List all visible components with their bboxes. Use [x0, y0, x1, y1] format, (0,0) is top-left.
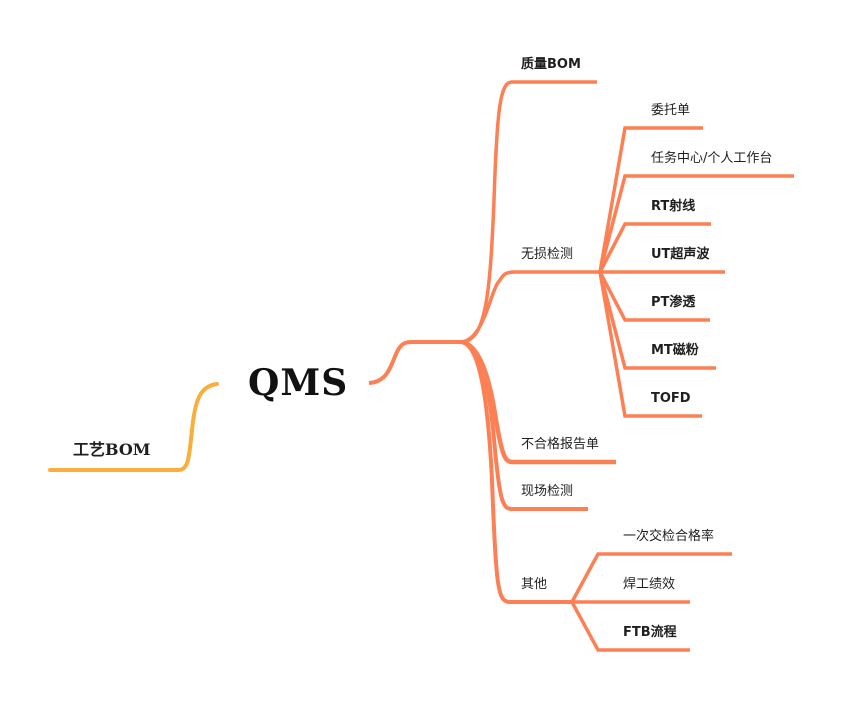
- topic-mt-cifen[interactable]: MT磁粉: [651, 343, 699, 358]
- topic-yici-jiaojian-hegelv[interactable]: 一次交检合格率: [623, 529, 715, 544]
- topic-tofd[interactable]: TOFD: [651, 391, 691, 406]
- link-hub-to-wusun: [461, 270, 600, 344]
- link-wusun-pt: [598, 271, 710, 322]
- link-wusun-mt: [598, 271, 716, 370]
- topic-qita[interactable]: 其他: [521, 577, 548, 592]
- topic-rt-shexian[interactable]: RT射线: [651, 199, 696, 214]
- topic-hangong-jixiao[interactable]: 焊工绩效: [623, 577, 676, 592]
- link-wusun-weituo: [598, 126, 703, 273]
- link-wusun-tofd: [598, 271, 702, 418]
- topic-ut-chaoshengbo[interactable]: UT超声波: [651, 247, 710, 262]
- topic-renwu-zhongxin[interactable]: 任务中心/个人工作台: [651, 151, 773, 166]
- topic-wusun-jiance[interactable]: 无损检测: [521, 247, 574, 262]
- link-hub-to-zhiliang-bom: [461, 80, 597, 344]
- topic-pt-shentou[interactable]: PT渗透: [651, 295, 696, 310]
- link-root-to-gongyi-bom: [48, 382, 219, 472]
- topic-weituodan[interactable]: 委托单: [651, 103, 691, 118]
- link-wusun-renwu: [598, 174, 794, 273]
- link-qita-ftb: [570, 601, 690, 652]
- topic-gongyi-bom[interactable]: 工艺BOM: [73, 440, 151, 459]
- link-root-to-hub: [368, 340, 462, 385]
- link-wusun-rt: [598, 222, 711, 273]
- link-hub-to-qita: [461, 340, 572, 604]
- topic-buhege-baogaodan[interactable]: 不合格报告单: [521, 437, 600, 452]
- link-hub-to-xianchang: [461, 340, 588, 511]
- link-qita-yici: [570, 552, 732, 603]
- topic-zhiliang-bom[interactable]: 质量BOM: [521, 57, 581, 72]
- topic-ftb-liucheng[interactable]: FTB流程: [623, 625, 677, 640]
- topic-xianchang-jiance[interactable]: 现场检测: [521, 484, 574, 499]
- root-topic-qms[interactable]: QMS: [248, 362, 349, 404]
